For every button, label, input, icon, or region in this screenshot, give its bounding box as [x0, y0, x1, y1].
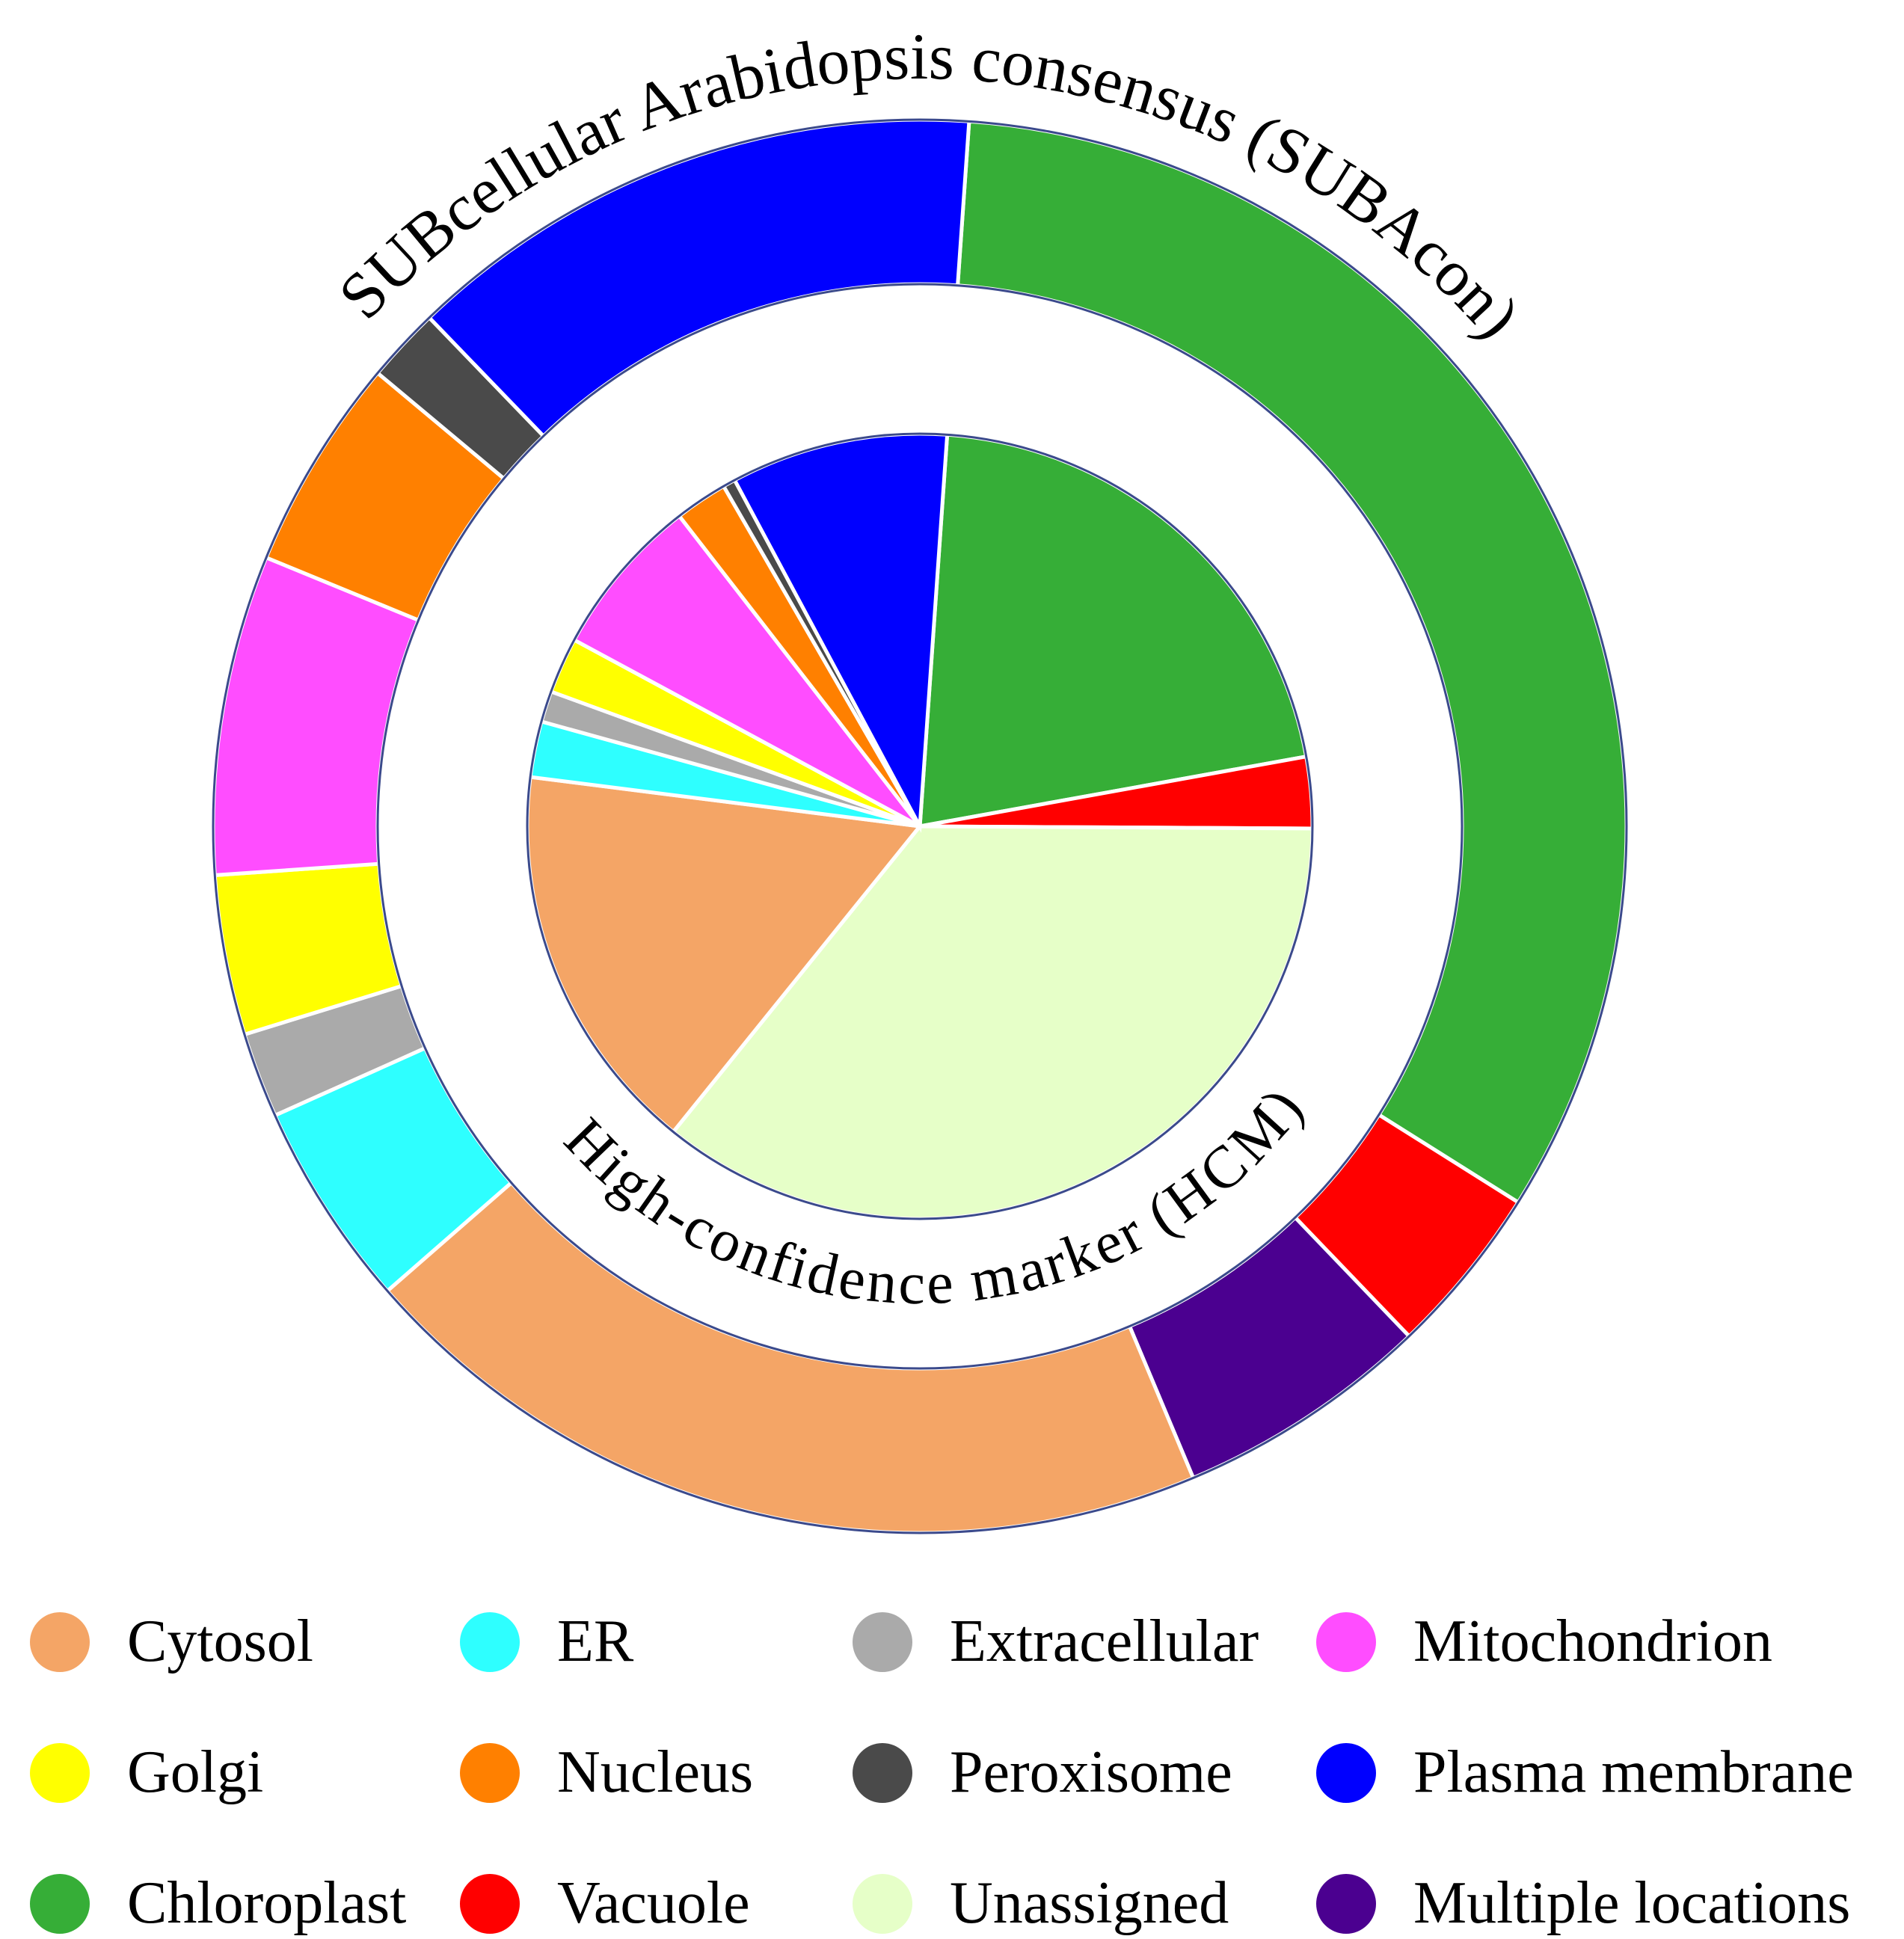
legend-item-cytosol: Cytosol [30, 1608, 313, 1676]
legend-swatch [30, 1873, 90, 1934]
legend-label: ER [557, 1608, 634, 1674]
legend-swatch [460, 1742, 520, 1803]
legend-label: Unassigned [950, 1870, 1229, 1936]
legend-label: Nucleus [557, 1739, 754, 1805]
legend-label: Chloroplast [127, 1870, 407, 1936]
legend-label: Extracellular [950, 1608, 1259, 1674]
legend-item-er: ER [460, 1608, 633, 1676]
legend-item-chloroplast: Chloroplast [30, 1869, 406, 1938]
legend-swatch [30, 1611, 90, 1672]
legend-item-extracellular: Extracellular [853, 1608, 1259, 1676]
legend-label: Mitochondrion [1413, 1608, 1772, 1674]
legend-item-nucleus: Nucleus [460, 1739, 753, 1807]
legend-label: Multiple locations [1413, 1870, 1851, 1936]
legend-swatch [853, 1742, 912, 1803]
legend-item-vacuole: Vacuole [460, 1869, 750, 1938]
outer-outline-inner [376, 283, 1464, 1370]
legend-swatch [1316, 1611, 1376, 1672]
legend-swatch [460, 1611, 520, 1672]
legend-label: Plasma membrane [1413, 1739, 1854, 1805]
outer-ring-subacon [211, 117, 1629, 1535]
legend-item-peroxisome: Peroxisome [853, 1739, 1232, 1807]
legend-swatch [1316, 1742, 1376, 1803]
legend-item-unassigned: Unassigned [853, 1869, 1229, 1938]
legend-label: Golgi [127, 1739, 264, 1805]
legend-swatch [30, 1742, 90, 1803]
sunburst-chart: SUBcellular Arabidopsis consensus (SUBAc… [211, 21, 1629, 1535]
inner-outline-outer [526, 432, 1314, 1220]
legend-item-multiple-locations: Multiple locations [1316, 1869, 1850, 1938]
inner-pie-hcm [525, 431, 1315, 1221]
legend-label: Peroxisome [950, 1739, 1232, 1805]
legend-swatch [1316, 1873, 1376, 1934]
legend-label: Cytosol [127, 1608, 313, 1674]
legend-swatch [460, 1873, 520, 1934]
legend-item-plasma-membrane: Plasma membrane [1316, 1739, 1854, 1807]
outer-outline-outer [212, 118, 1628, 1534]
legend-item-mitochondrion: Mitochondrion [1316, 1608, 1772, 1676]
legend-label: Vacuole [557, 1870, 750, 1936]
legend-item-golgi: Golgi [30, 1739, 263, 1807]
legend-swatch [853, 1611, 912, 1672]
legend-swatch [853, 1873, 912, 1934]
